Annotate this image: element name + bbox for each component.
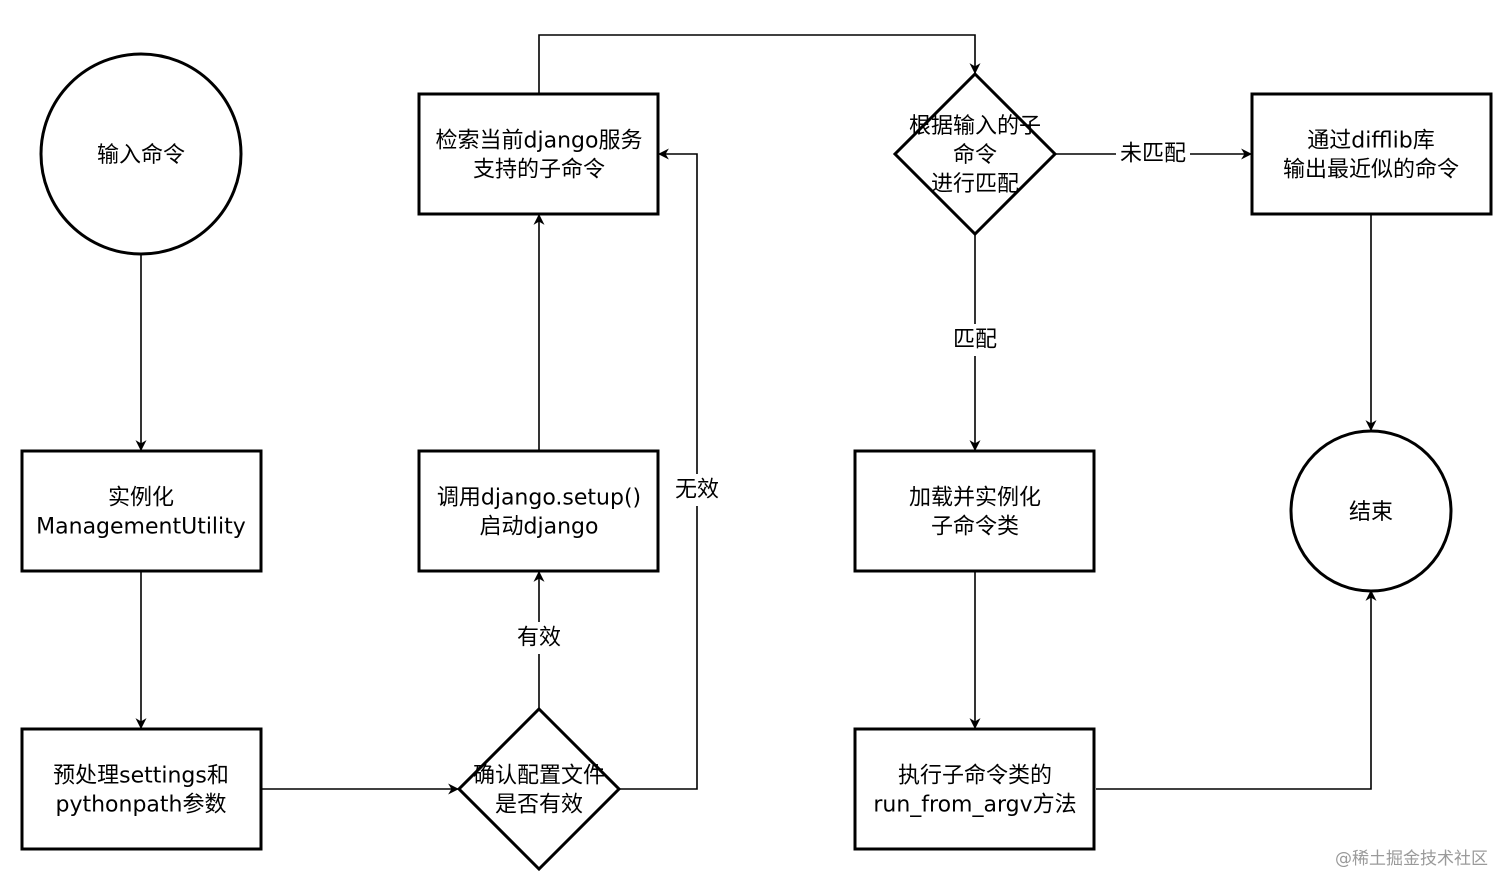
node-label-line: 启动django (480, 515, 599, 540)
node-label-line: ManagementUtility (36, 515, 246, 540)
node-instantiate-management-utility: 实例化 ManagementUtility (20, 449, 263, 573)
edges (135, 34, 1377, 795)
edge-labels: 有效 无效 未匹配 匹配 (512, 138, 1190, 654)
node-load-subcommand: 加载并实例化子命令类 (853, 449, 1096, 573)
node-label-line: 是否有效 (495, 793, 583, 818)
node-django-setup: 调用django.setup() 启动django (417, 449, 660, 573)
node-retrieve-label: 检索当前django服务支持的子命令 (436, 129, 643, 183)
edge-label-valid: 有效 (517, 626, 561, 651)
edge-retrieve-to-match (538, 34, 981, 93)
node-label-line: 根据输入的子 (909, 114, 1041, 139)
node-label-line: 加载并实例化 (909, 486, 1041, 511)
node-confirm-config-label: 确认配置文件是否有效 (473, 764, 605, 818)
node-label-line: 确认配置文件 (473, 764, 605, 789)
node-django-setup-label: 调用django.setup() 启动django (437, 486, 641, 540)
node-label-line: 子命令类 (931, 515, 1019, 540)
node-label-line: 预处理settings和 (53, 764, 229, 789)
node-preprocess-settings: 预处理settings和 pythonpath参数 (20, 727, 263, 851)
node-label-line: 进行匹配 (931, 172, 1019, 197)
node-preprocess-label: 预处理settings和 pythonpath参数 (53, 764, 229, 818)
node-label-line: run_from_argv方法 (873, 793, 1076, 818)
node-label-line: 输入命令 (97, 143, 185, 168)
watermark: @稀土掘金技术社区 (1335, 849, 1488, 869)
node-label-line: 命令 (953, 143, 997, 168)
edge-label-no-match: 未匹配 (1120, 142, 1186, 167)
node-confirm-config-decision: 确认配置文件是否有效 (456, 706, 622, 872)
node-label-line: 实例化 (108, 486, 174, 511)
node-label-line: 支持的子命令 (473, 158, 605, 183)
node-label-line: 结束 (1349, 500, 1393, 525)
node-run-from-argv: 执行子命令类的 run_from_argv方法 (853, 727, 1096, 851)
node-match-decision: 根据输入的子命令进行匹配 (892, 71, 1058, 237)
node-label-line: 调用django.setup() (437, 486, 641, 511)
edge-confirm-to-retrieve-invalid (620, 148, 698, 790)
edge-label-invalid: 无效 (675, 478, 719, 503)
node-input-command-label: 输入命令 (97, 143, 185, 168)
node-retrieve-subcommands: 检索当前django服务支持的子命令 (417, 92, 660, 216)
node-input-command: 输入命令 (39, 52, 243, 256)
node-label-line: 通过difflib库 (1307, 129, 1434, 154)
node-label-line: 输出最近似的命令 (1283, 158, 1459, 183)
node-label-line: 执行子命令类的 (898, 764, 1052, 789)
node-load-subcommand-label: 加载并实例化子命令类 (909, 486, 1041, 540)
node-end-label: 结束 (1349, 500, 1393, 525)
edge-run-to-end (1096, 589, 1377, 790)
node-end: 结束 (1289, 429, 1453, 593)
node-instantiate-label: 实例化 ManagementUtility (36, 486, 246, 540)
node-difflib-output: 通过difflib库输出最近似的命令 (1250, 92, 1493, 216)
node-label-line: 检索当前django服务 (436, 129, 643, 154)
node-difflib-label: 通过difflib库输出最近似的命令 (1283, 129, 1459, 183)
node-match-decision-label: 根据输入的子命令进行匹配 (909, 114, 1041, 197)
node-run-from-argv-label: 执行子命令类的 run_from_argv方法 (873, 764, 1076, 818)
node-label-line: pythonpath参数 (56, 793, 227, 818)
edge-label-match: 匹配 (953, 328, 997, 353)
